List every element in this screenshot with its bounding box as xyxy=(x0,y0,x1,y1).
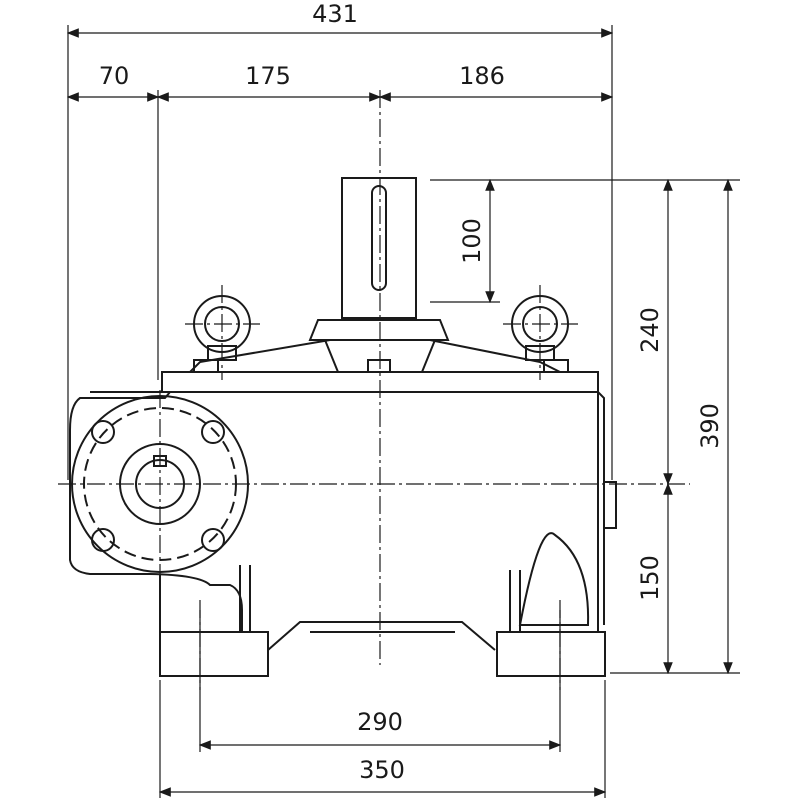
dim-foot-hole-pitch: 290 xyxy=(357,708,403,736)
dim-flange-to-center: 175 xyxy=(245,62,291,90)
extension-lines xyxy=(67,25,740,798)
dim-overall-width: 431 xyxy=(312,0,358,28)
output-shaft xyxy=(308,177,450,373)
housing xyxy=(69,339,605,632)
dim-top-to-axis: 240 xyxy=(636,307,664,353)
dim-overall-height: 390 xyxy=(696,403,724,449)
dim-shaft-length: 100 xyxy=(458,218,486,264)
dimension-lines xyxy=(66,28,733,797)
dim-axis-height: 150 xyxy=(636,555,664,601)
dim-center-to-right: 186 xyxy=(459,62,505,90)
mounting-feet xyxy=(159,621,606,677)
dim-left-offset: 70 xyxy=(99,62,130,90)
center-lines xyxy=(58,90,690,690)
dim-base-width: 350 xyxy=(359,756,405,784)
